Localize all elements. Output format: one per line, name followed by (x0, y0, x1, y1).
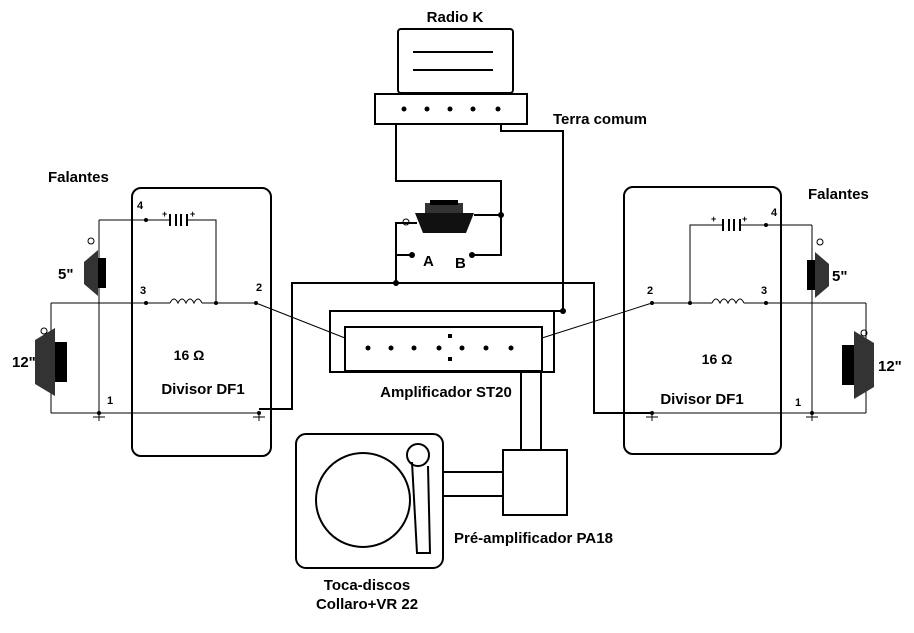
divider-left (131, 187, 272, 457)
capacitor-icon: + + (162, 209, 195, 226)
terminal-a-label: A (423, 253, 434, 270)
ground-label: Terra comum (553, 111, 647, 128)
divider-left-terminal-3: 3 (140, 285, 146, 297)
ground-wire-main (259, 282, 652, 414)
radio-icon (374, 28, 528, 125)
divider-right-terminal-3: 3 (761, 285, 767, 297)
amplifier-label: Amplificador ST20 (380, 384, 512, 401)
svg-text:+: + (190, 209, 195, 219)
divider-right-name: Divisor DF1 (660, 391, 743, 408)
turntable-label-1: Toca-discos (324, 577, 410, 594)
preamp-label: Pré-amplificador PA18 (454, 530, 613, 547)
divider-right-terminal-4: 4 (771, 207, 778, 219)
speaker-icon (842, 329, 874, 399)
divider-left-terminal-1: 1 (107, 395, 113, 407)
left-tweeter-label: 5" (58, 266, 73, 283)
radio-wire-left (395, 124, 502, 215)
speaker-icon (35, 327, 67, 396)
radio-label: Radio K (427, 9, 484, 26)
capacitor-icon: + + (711, 214, 747, 231)
speaker-icon (402, 200, 474, 233)
speakers-left-label: Falantes (48, 169, 109, 186)
divider-left-impedance: 16 Ω (174, 347, 205, 363)
divider-left-terminal-4: 4 (137, 200, 144, 212)
divider-left-name: Divisor DF1 (161, 381, 244, 398)
divider-right-impedance: 16 Ω (702, 351, 733, 367)
turntable-label-2: Collaro+VR 22 (316, 596, 418, 613)
divider-right (623, 186, 782, 455)
svg-text:+: + (742, 214, 747, 224)
right-woofer-label: 12" (878, 358, 902, 375)
turntable-icon (295, 433, 444, 569)
radio-wire-common (500, 124, 564, 311)
left-woofer-label: 12" (12, 354, 36, 371)
inductor-icon (169, 298, 203, 305)
divider-left-terminal-2: 2 (256, 282, 262, 294)
speaker-icon (807, 238, 829, 298)
divider-right-terminal-2: 2 (647, 285, 653, 297)
ground-icon (93, 413, 105, 421)
divider-right-terminal-1: 1 (795, 397, 801, 409)
terminal-b-label: B (455, 255, 466, 272)
speaker-icon (84, 237, 106, 296)
right-tweeter-label: 5" (832, 268, 847, 285)
speakers-right-label: Falantes (808, 186, 869, 203)
svg-text:+: + (711, 214, 716, 224)
inductor-icon (711, 298, 745, 305)
svg-text:+: + (162, 209, 167, 219)
amplifier (329, 310, 555, 373)
preamp (502, 449, 568, 516)
